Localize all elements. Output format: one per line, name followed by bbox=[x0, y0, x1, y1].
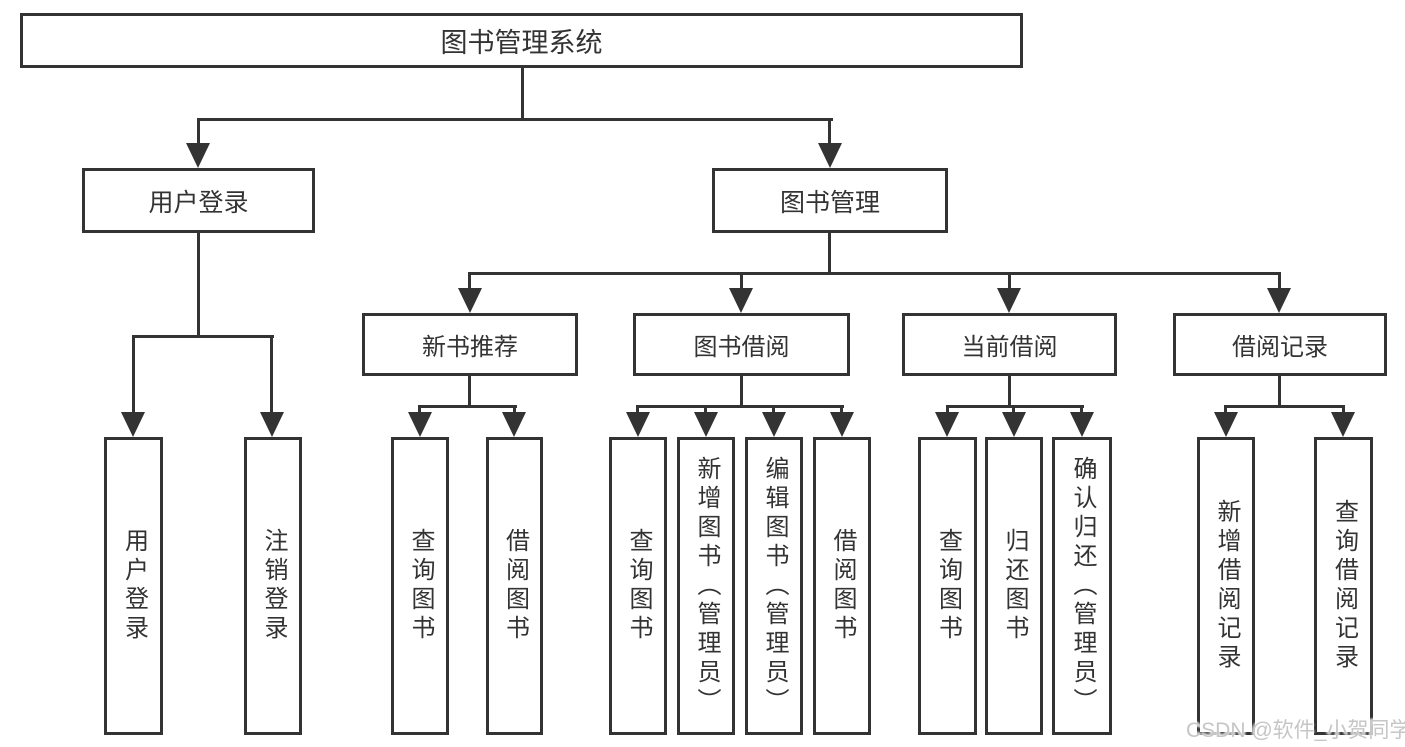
node-label: 用户登录 bbox=[148, 188, 249, 217]
arrow-down-icon bbox=[121, 412, 145, 437]
connector-line bbox=[828, 233, 831, 275]
connector-line bbox=[468, 272, 1281, 275]
connector-line bbox=[1224, 405, 1345, 408]
arrow-down-icon bbox=[762, 412, 786, 437]
node-label: 查询图书 bbox=[407, 528, 434, 644]
node-book-borrowing: 图书借阅 bbox=[633, 313, 850, 376]
arrow-down-icon bbox=[408, 412, 432, 437]
node-label: 新增借阅记录 bbox=[1213, 499, 1240, 673]
arrow-down-icon bbox=[1002, 412, 1026, 437]
connector-line bbox=[521, 66, 524, 121]
node-label: 借阅图书 bbox=[501, 528, 529, 644]
node-label: 图书管理 bbox=[779, 188, 880, 217]
connector-line bbox=[197, 233, 200, 338]
connector-line bbox=[513, 405, 516, 414]
arrow-down-icon bbox=[729, 288, 753, 313]
node-book-management: 图书管理 bbox=[712, 168, 948, 233]
arrow-down-icon bbox=[935, 412, 959, 437]
node-borrowing-records: 借阅记录 bbox=[1173, 313, 1387, 376]
connector-line bbox=[946, 405, 1084, 408]
node-label: 确认归还（管理员） bbox=[1069, 455, 1096, 717]
connector-line bbox=[636, 405, 639, 414]
leaf-records-add-record: 新增借阅记录 bbox=[1197, 437, 1255, 735]
leaf-newbooks-borrow-books: 借阅图书 bbox=[486, 437, 543, 735]
connector-line bbox=[1278, 376, 1281, 408]
arrow-down-icon bbox=[694, 412, 718, 437]
arrow-down-icon bbox=[502, 412, 526, 437]
connector-line bbox=[468, 376, 471, 408]
node-current-borrowing: 当前借阅 bbox=[902, 313, 1117, 376]
connector-line bbox=[740, 376, 743, 408]
leaf-current-return-books: 归还图书 bbox=[985, 437, 1043, 735]
arrow-down-icon bbox=[186, 143, 210, 168]
connector-line bbox=[1008, 376, 1011, 408]
node-label: 当前借阅 bbox=[961, 334, 1058, 361]
connector-line bbox=[418, 405, 421, 414]
connector-line bbox=[772, 405, 775, 414]
connector-line bbox=[840, 405, 843, 414]
connector-line bbox=[1008, 272, 1011, 290]
node-label: 图书管理系统 bbox=[440, 28, 603, 58]
leaf-borrowing-edit-books-admin: 编辑图书（管理员） bbox=[745, 437, 803, 735]
connector-line bbox=[418, 405, 517, 408]
node-label: 新增图书（管理员） bbox=[693, 455, 720, 717]
node-label: 新书推荐 bbox=[422, 334, 518, 361]
connector-line bbox=[197, 118, 833, 121]
node-label: 借阅记录 bbox=[1232, 334, 1328, 361]
connector-line bbox=[132, 335, 274, 338]
node-label: 查询借阅记录 bbox=[1330, 499, 1358, 673]
node-label: 用户登录 bbox=[120, 528, 148, 644]
arrow-down-icon bbox=[1267, 288, 1291, 313]
node-label: 编辑图书（管理员） bbox=[761, 455, 788, 717]
arrow-down-icon bbox=[626, 412, 650, 437]
connector-line bbox=[132, 335, 135, 413]
connector-line bbox=[946, 405, 949, 414]
connector-line bbox=[197, 118, 200, 146]
node-user-login: 用户登录 bbox=[82, 168, 315, 233]
node-label: 图书借阅 bbox=[693, 334, 790, 361]
connector-line bbox=[1278, 272, 1281, 290]
arrow-down-icon bbox=[818, 143, 842, 168]
leaf-current-query-books: 查询图书 bbox=[918, 437, 977, 735]
connector-line bbox=[468, 272, 471, 290]
connector-line bbox=[1080, 405, 1083, 414]
leaf-borrowing-add-books-admin: 新增图书（管理员） bbox=[677, 437, 735, 735]
connector-line bbox=[740, 272, 743, 290]
node-label: 查询图书 bbox=[625, 528, 652, 644]
leaf-user-login: 用户登录 bbox=[104, 437, 163, 735]
connector-line bbox=[704, 405, 707, 414]
leaf-current-confirm-return-admin: 确认归还（管理员） bbox=[1052, 437, 1112, 735]
arrow-down-icon bbox=[260, 412, 284, 437]
connector-line bbox=[1224, 405, 1227, 414]
arrow-down-icon bbox=[997, 288, 1021, 313]
csdn-watermark: CSDN @软件_小贺同学 bbox=[1186, 719, 1405, 742]
arrow-down-icon bbox=[1331, 412, 1355, 437]
connector-line bbox=[828, 118, 831, 146]
leaf-records-query-record: 查询借阅记录 bbox=[1314, 437, 1373, 735]
node-label: 查询图书 bbox=[934, 528, 962, 644]
arrow-down-icon bbox=[458, 288, 482, 313]
node-new-book-recommend: 新书推荐 bbox=[362, 313, 578, 376]
node-label: 注销登录 bbox=[260, 528, 287, 644]
leaf-logout: 注销登录 bbox=[244, 437, 302, 735]
node-library-management-system: 图书管理系统 bbox=[20, 13, 1023, 68]
arrow-down-icon bbox=[830, 412, 854, 437]
leaf-borrowing-query-books: 查询图书 bbox=[609, 437, 667, 735]
arrow-down-icon bbox=[1214, 412, 1238, 437]
leaf-newbooks-query-books: 查询图书 bbox=[391, 437, 449, 735]
arrow-down-icon bbox=[1070, 412, 1094, 437]
connector-line bbox=[1342, 405, 1345, 414]
connector-line bbox=[1012, 405, 1015, 414]
connector-line bbox=[270, 335, 273, 413]
leaf-borrowing-borrow-books: 借阅图书 bbox=[813, 437, 871, 735]
connector-line bbox=[636, 405, 844, 408]
node-label: 归还图书 bbox=[1001, 528, 1028, 644]
node-label: 借阅图书 bbox=[829, 528, 856, 644]
